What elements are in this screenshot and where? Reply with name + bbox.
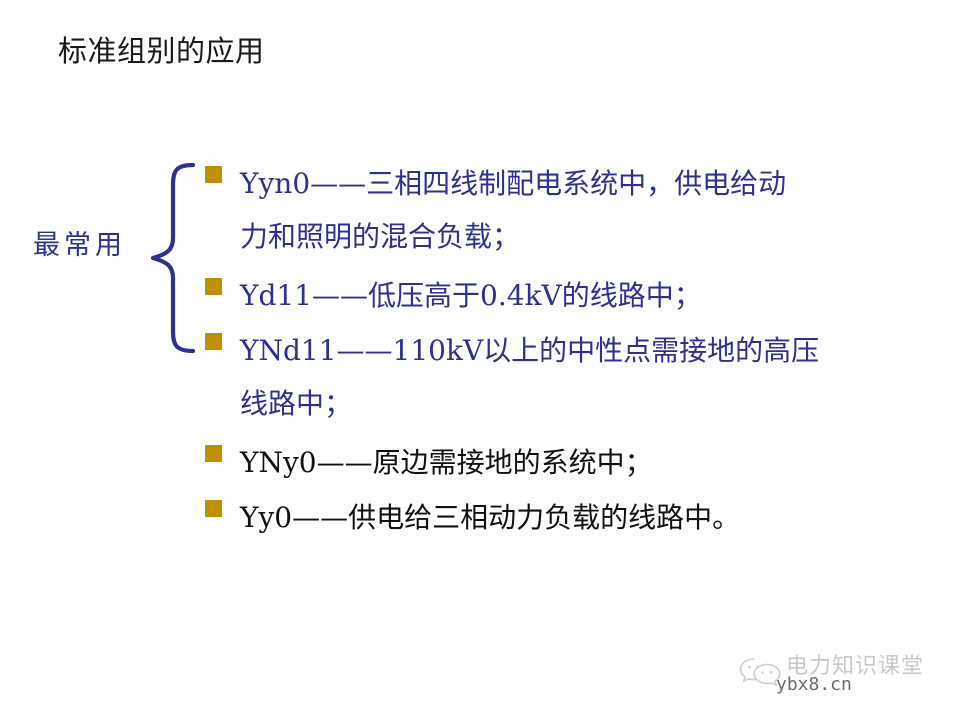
bullet-list: Yyn0——三相四线制配电系统中，供电给动 力和照明的混合负载； Yd11——低… (203, 157, 943, 544)
list-item: YNy0——原边需接地的系统中； (203, 436, 943, 489)
list-item: Yy0——供电给三相动力负载的线路中。 (203, 491, 943, 544)
list-item: Yyn0——三相四线制配电系统中，供电给动 力和照明的混合负载； (203, 157, 943, 263)
list-item-text: Yy0——供电给三相动力负载的线路中。 (240, 501, 741, 534)
curly-brace-left-icon (145, 160, 205, 356)
watermark-url: ybx8.cn (776, 674, 852, 695)
square-bullet-icon (205, 166, 222, 183)
list-item-text: Yyn0——三相四线制配电系统中，供电给动 力和照明的混合负载； (240, 167, 787, 253)
square-bullet-icon (205, 278, 222, 295)
square-bullet-icon (205, 445, 222, 462)
watermark: 电力知识课堂 ybx8.cn (739, 652, 949, 708)
list-item-text: Yd11——低压高于0.4kV的线路中； (240, 279, 702, 312)
square-bullet-icon (205, 333, 222, 350)
group-label: 最常用 (33, 230, 126, 261)
square-bullet-icon (205, 500, 222, 517)
list-item-text: YNd11——110kV以上的中性点需接地的高压 线路中； (240, 334, 820, 420)
wechat-logo-icon (739, 656, 783, 686)
page-title: 标准组别的应用 (58, 34, 265, 68)
watermark-title: 电力知识课堂 (786, 654, 925, 679)
list-item: YNd11——110kV以上的中性点需接地的高压 线路中； (203, 324, 943, 430)
list-item-text: YNy0——原边需接地的系统中； (240, 446, 653, 479)
list-item: Yd11——低压高于0.4kV的线路中； (203, 269, 943, 322)
